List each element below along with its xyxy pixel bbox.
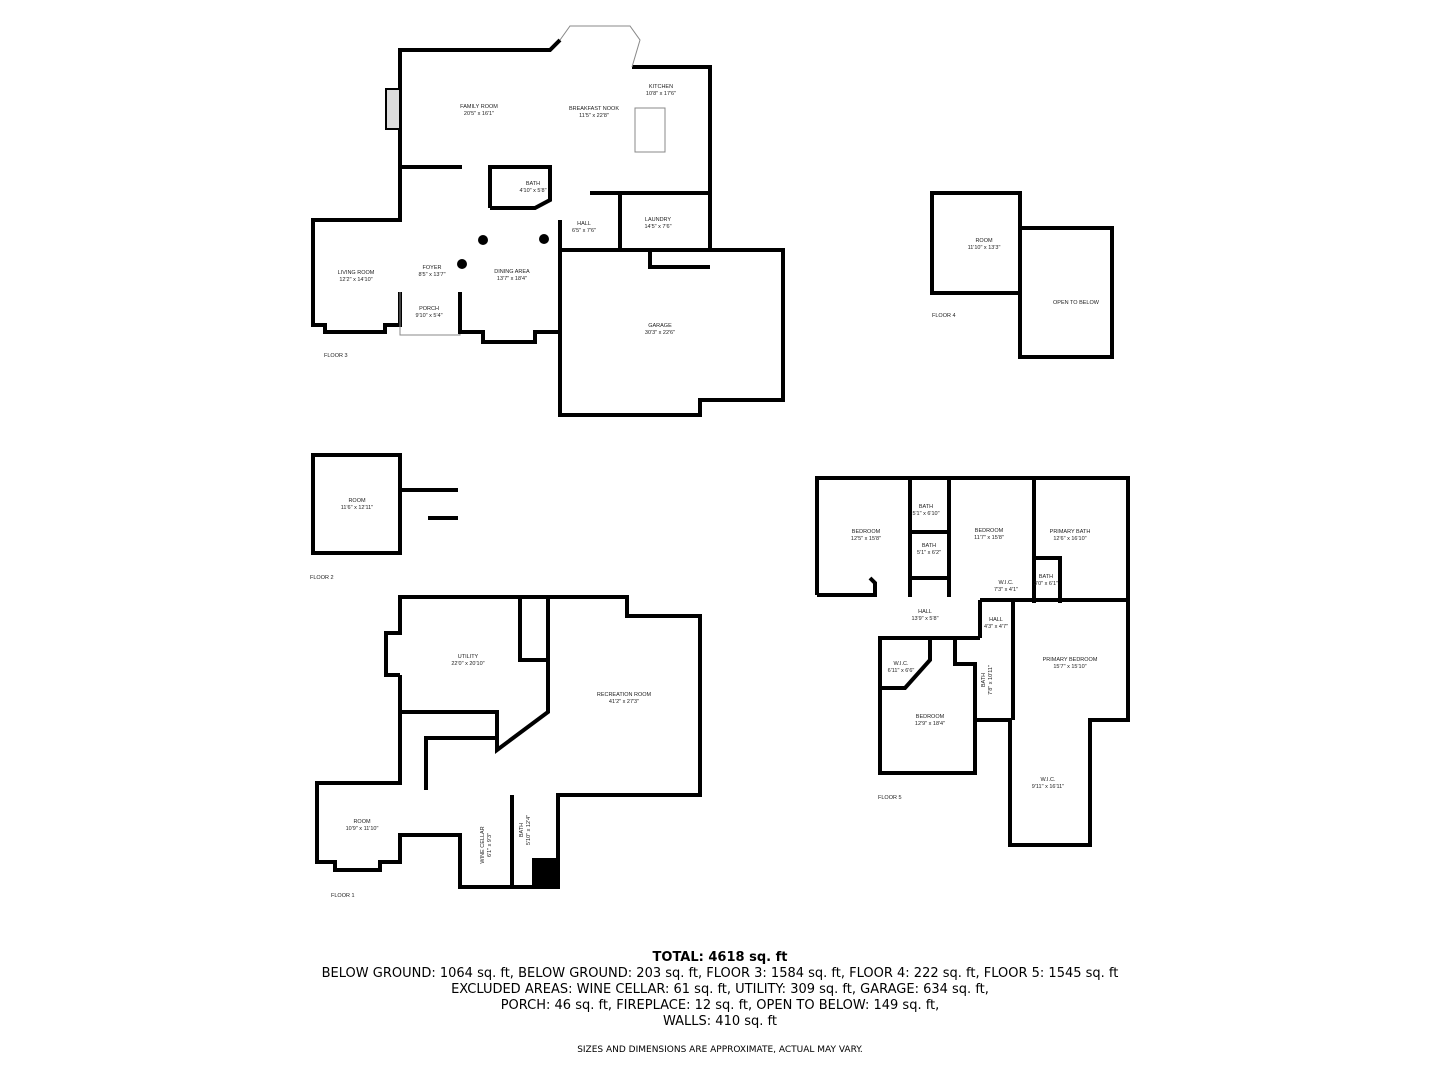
room-label: FOYER [423,265,442,271]
room-dimensions: 7'8" x 10'11" [988,665,994,695]
room-label: UTILITY [458,654,479,660]
room-label: FAMILY ROOM [460,104,498,110]
room-label: WINE CELLAR [480,826,486,863]
room-dimensions: 11'7" x 15'8" [974,535,1004,541]
room-dimensions: 5'1" x 6'2" [917,550,941,556]
room-dimensions: 11'10" x 13'3" [968,245,1001,251]
room-label: ROOM [348,498,366,504]
floor-2-plan: ROOM 11'6" x 12'11" FLOOR 2 [310,453,458,581]
walls-area: WALLS: 410 sq. ft [663,1014,777,1029]
room-dimensions: 20'5" x 16'1" [464,111,494,117]
room-label: BATH [922,543,936,549]
room-dimensions: 11'5" x 22'8" [579,113,609,119]
room-dimensions: 12'6" x 16'10" [1053,536,1086,542]
room-dimensions: 12'5" x 15'8" [851,536,881,542]
floor-label: FLOOR 4 [932,313,956,319]
room-label: BEDROOM [852,529,881,535]
room-label: BATH [519,823,525,837]
room-dimensions: 22'0" x 20'10" [451,661,484,667]
room-label: BEDROOM [975,528,1004,534]
excluded-areas: EXCLUDED AREAS: WINE CELLAR: 61 sq. ft, … [451,982,989,997]
floor-label: FLOOR 5 [878,795,902,801]
room-dimensions: 14'5" x 7'6" [644,224,671,230]
room-dimensions: 9'10" x 5'4" [415,313,442,319]
floor-label: FLOOR 3 [324,353,348,359]
room-label: LIVING ROOM [338,270,375,276]
room-dimensions: 13'7" x 18'4" [497,276,527,282]
room-dimensions: 4'3" x 4'7" [984,624,1008,630]
room-dimensions: 4'10" x 5'8" [519,188,546,194]
room-label: BEDROOM [916,714,945,720]
room-label: BREAKFAST NOOK [569,106,619,112]
floor-label: FLOOR 2 [310,575,334,581]
room-dimensions: 11'6" x 12'11" [341,505,373,511]
room-dimensions: 10'8" x 17'6" [646,91,676,97]
room-label: W.I.C. [894,661,909,667]
room-label: PRIMARY BATH [1050,529,1091,535]
room-label: W.I.C. [999,580,1014,586]
room-label: PORCH [419,306,439,312]
room-label: BATH [526,181,540,187]
room-label: BATH [981,673,987,687]
area-breakdown: BELOW GROUND: 1064 sq. ft, BELOW GROUND:… [321,966,1119,981]
room-dimensions: 41'2" x 27'3" [609,699,639,705]
room-dimensions: 30'3" x 22'6" [645,330,675,336]
room-label: HALL [989,617,1003,623]
room-label: RECREATION ROOM [597,692,652,698]
room-dimensions: 12'2" x 14'10" [339,277,372,283]
room-label: W.I.C. [1041,777,1056,783]
room-label: LAUNDRY [645,217,672,223]
room-label: OPEN TO BELOW [1053,300,1100,306]
room-dimensions: 12'9" x 18'4" [915,721,945,727]
room-label: BATH [919,504,933,510]
room-label: BATH [1039,574,1053,580]
room-dimensions: 6'1" x 9'3" [487,833,493,857]
room-label: KITCHEN [649,84,673,90]
floor-label: FLOOR 1 [331,893,355,899]
room-dimensions: 5'10" x 12'4" [526,815,532,845]
room-label: DINING AREA [494,269,530,275]
floor-1-plan: UTILITY 22'0" x 20'10" RECREATION ROOM 4… [315,595,702,899]
total-area: TOTAL: 4618 sq. ft [652,950,788,965]
room-label: ROOM [975,238,993,244]
room-label: HALL [918,609,932,615]
room-dimensions: 7'3" x 4'1" [994,587,1018,593]
room-dimensions: 10'9" x 11'10" [346,826,379,832]
excluded-areas-cont: PORCH: 46 sq. ft, FIREPLACE: 12 sq. ft, … [500,998,940,1013]
room-dimensions: 9'11" x 16'11" [1032,784,1064,790]
room-dimensions: 13'9" x 5'8" [911,616,938,622]
room-dimensions: 6'11" x 6'6" [888,668,915,674]
room-label: HALL [577,221,591,227]
room-dimensions: 5'1" x 6'10" [912,511,939,517]
disclaimer: SIZES AND DIMENSIONS ARE APPROXIMATE, AC… [577,1045,863,1055]
room-label: ROOM [353,819,371,825]
room-label: GARAGE [648,323,672,329]
floor-3-plan: FAMILY ROOM 20'5" x 16'1" BREAKFAST NOOK… [311,25,785,417]
room-dimensions: 6'5" x 7'6" [572,228,596,234]
room-label: PRIMARY BEDROOM [1043,657,1098,663]
floor-5-plan: BEDROOM 12'5" x 15'8" BATH 5'1" x 6'10" … [815,476,1130,847]
room-dimensions: 15'7" x 15'10" [1053,664,1086,670]
floor-4-plan: ROOM 11'10" x 13'3" OPEN TO BELOW FLOOR … [930,191,1114,359]
room-dimensions: 3'0" x 6'1" [1034,581,1058,587]
room-dimensions: 8'5" x 13'7" [418,272,445,278]
